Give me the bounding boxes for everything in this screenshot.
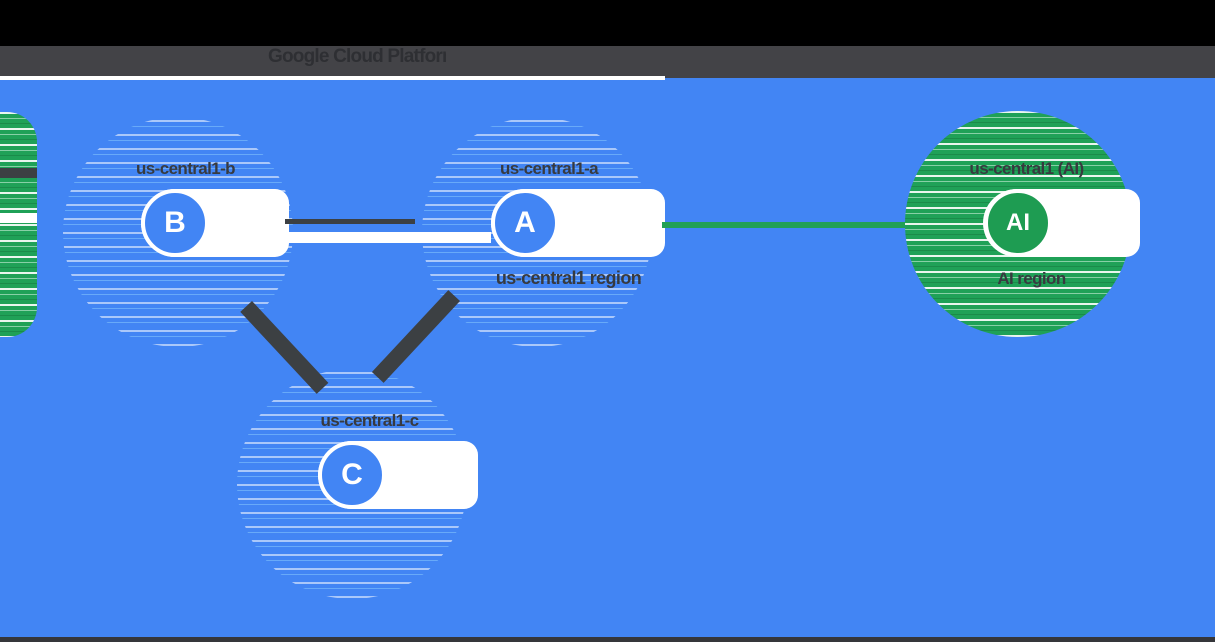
zone-node-a: A [491,189,559,257]
cropped-green-cloud-sliver [0,112,37,337]
zone-a-label: us-central1-a [499,159,599,178]
sliver-label-fragment [0,168,37,178]
zone-b-label: us-central1-b [136,159,236,178]
white-bridge-b-a [285,232,491,243]
zone-c-label: us-central1-c [320,411,419,430]
top-black-band [0,0,1215,46]
connector-line-a-c [371,290,460,383]
connector-line-b-c [240,301,329,394]
connector-line-b-a [285,219,415,224]
bottom-dark-band [0,637,1215,642]
header-divider [0,76,665,80]
figure-header-bar [0,46,1215,78]
sliver-capsule-fragment [0,213,37,223]
ai-zone-label: us-central1 (AI) [969,159,1084,178]
ai-region-sublabel: AI region [997,269,1066,288]
zone-node-c: C [318,441,386,509]
connector-line-a-ai [662,222,905,228]
region-label: us-central1 region [495,268,642,288]
ai-node: AI [984,189,1052,257]
figure-title: Google Cloud Platform [268,46,446,67]
zone-node-b: B [141,189,209,257]
